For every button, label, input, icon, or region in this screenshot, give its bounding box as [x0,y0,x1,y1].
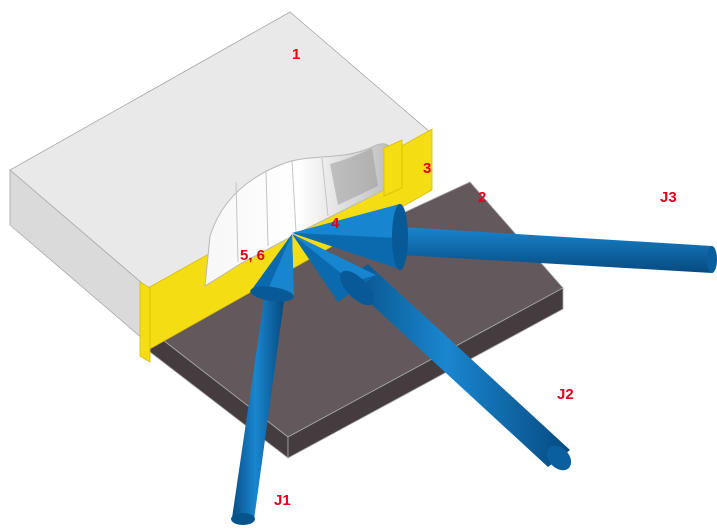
label-jet-j3: J3 [660,189,677,206]
jet-j3-arrow [292,204,717,273]
label-part-1: 1 [292,46,301,63]
label-part-2: 2 [478,189,487,206]
label-part-3: 3 [423,160,432,177]
jet-j1-arrow [231,234,294,525]
label-jet-j2: J2 [557,386,574,403]
label-part-4: 4 [331,215,340,232]
label-jet-j1: J1 [274,492,291,509]
yellow-layer-left [139,281,151,363]
label-parts-5-6: 5, 6 [240,247,266,264]
jet-j2-arrow [292,234,572,471]
cutout-shading [330,148,378,205]
cutout-yellow-wall [383,139,403,197]
plate-right-side [287,287,564,459]
